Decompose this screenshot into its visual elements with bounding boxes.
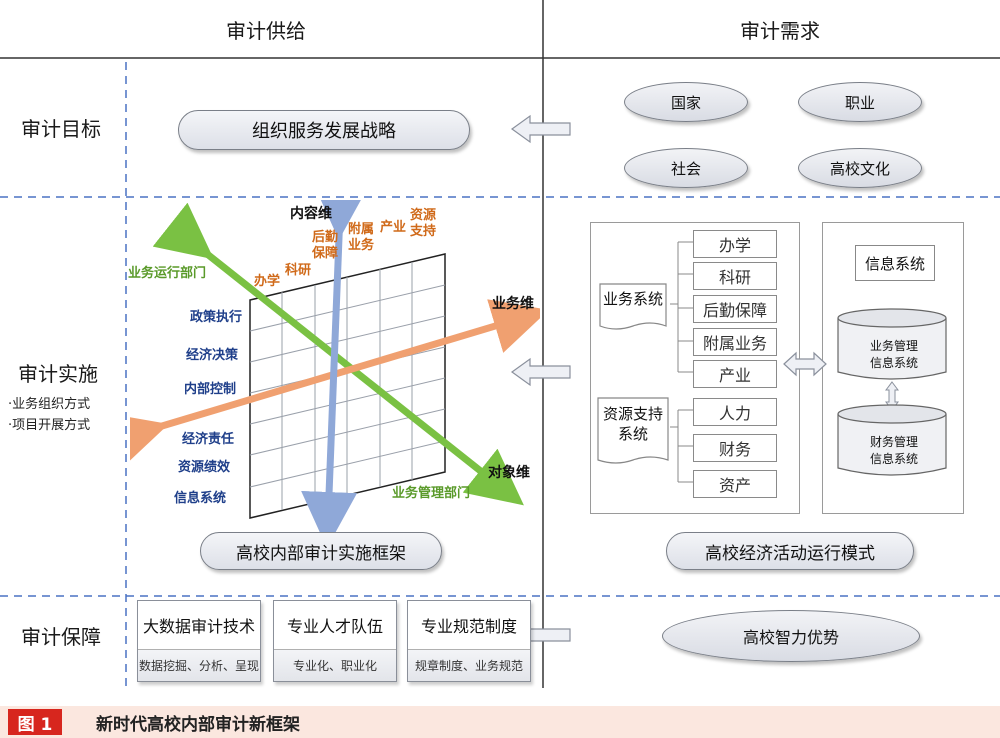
demand-ellipse-nation: 国家 xyxy=(624,82,748,122)
guarantee-box-bigdata: 大数据审计技术 数据挖掘、分析、呈现 xyxy=(137,600,261,682)
header-supply: 审计供给 xyxy=(226,18,306,43)
business-item-affiliated: 附属业务 xyxy=(693,328,777,356)
top-item-industry: 产业 xyxy=(380,220,407,235)
demand-ellipse-society: 社会 xyxy=(624,148,748,188)
goal-strategy-pill: 组织服务发展战略 xyxy=(178,110,470,150)
left-item-control: 内部控制 xyxy=(184,382,237,397)
guarantee-box-talent: 专业人才队伍 专业化、职业化 xyxy=(273,600,397,682)
framework-diagram xyxy=(130,200,540,545)
guarantee-ellipse-intellect: 高校智力优势 xyxy=(662,610,920,662)
top-item-teaching: 办学 xyxy=(254,274,281,289)
framework-grid xyxy=(249,253,446,519)
axis-business-label: 业务维 xyxy=(492,296,534,312)
database-icons xyxy=(837,308,947,476)
model-connectors xyxy=(597,241,693,483)
business-item-industry: 产业 xyxy=(693,360,777,388)
left-item-responsibility: 经济责任 xyxy=(182,432,235,447)
demand-ellipse-culture: 高校文化 xyxy=(798,148,922,188)
double-arrow-icon xyxy=(783,351,827,377)
top-item-logistics: 后勤 保障 xyxy=(312,230,339,261)
row-sublabel-org: ·业务组织方式 xyxy=(8,397,91,412)
business-item-teaching: 办学 xyxy=(693,230,777,258)
info-system-title: 信息系统 xyxy=(855,245,935,281)
dept-run-label: 业务运行部门 xyxy=(128,266,207,281)
resource-item-finance: 财务 xyxy=(693,434,777,462)
left-item-policy: 政策执行 xyxy=(190,310,243,325)
left-item-performance: 资源绩效 xyxy=(178,460,231,475)
guarantee-title-talent: 专业人才队伍 xyxy=(286,617,383,636)
row-label-goal: 审计目标 xyxy=(21,116,101,141)
business-item-research: 科研 xyxy=(693,262,777,290)
guarantee-sub-bigdata: 数据挖掘、分析、呈现 xyxy=(138,649,260,681)
guarantee-sub-norms: 规章制度、业务规范 xyxy=(408,649,530,681)
db-finance-label: 财务管理 信息系统 xyxy=(869,435,918,466)
business-system-label: 业务系统 xyxy=(602,290,663,308)
arrow-left-goal xyxy=(510,114,571,144)
figure-number-badge: 图 1 xyxy=(8,709,62,735)
row-label-guarantee: 审计保障 xyxy=(21,624,101,649)
top-item-affiliated: 附属 业务 xyxy=(348,222,375,253)
framework-caption-pill: 高校内部审计实施框架 xyxy=(200,532,442,570)
database-icon-finance xyxy=(837,404,947,476)
guarantee-title-norms: 专业规范制度 xyxy=(420,617,517,636)
axis-content-line xyxy=(301,200,370,545)
guarantee-sub-talent: 专业化、职业化 xyxy=(274,649,396,681)
row-label-impl: 审计实施 xyxy=(18,362,98,386)
resource-item-hr: 人力 xyxy=(693,398,777,426)
guarantee-box-norms: 专业规范制度 规章制度、业务规范 xyxy=(407,600,531,682)
figure-caption-bar: 图 1 新时代高校内部审计新框架 xyxy=(0,706,1000,738)
row-sublabel-project: ·项目开展方式 xyxy=(8,418,91,433)
left-item-decision: 经济决策 xyxy=(186,348,239,363)
database-icon-business xyxy=(837,308,947,380)
demand-ellipse-profession: 职业 xyxy=(798,82,922,122)
db-business-label: 业务管理 信息系统 xyxy=(869,339,918,370)
figure-title: 新时代高校内部审计新框架 xyxy=(96,714,300,735)
dept-manage-label: 业务管理部门 xyxy=(392,486,471,501)
resource-item-assets: 资产 xyxy=(693,470,777,498)
axis-content-label: 内容维 xyxy=(290,206,332,222)
top-item-research: 科研 xyxy=(285,263,312,278)
model-caption-pill: 高校经济活动运行模式 xyxy=(666,532,914,570)
header-demand: 审计需求 xyxy=(740,18,820,43)
top-item-resource: 资源 支持 xyxy=(410,208,437,239)
left-item-infosys: 信息系统 xyxy=(174,491,227,506)
axis-object-label: 对象维 xyxy=(488,465,530,481)
guarantee-title-bigdata: 大数据审计技术 xyxy=(142,617,255,636)
resource-system-label: 资源支持 系统 xyxy=(602,405,663,443)
business-item-logistics: 后勤保障 xyxy=(693,295,777,323)
